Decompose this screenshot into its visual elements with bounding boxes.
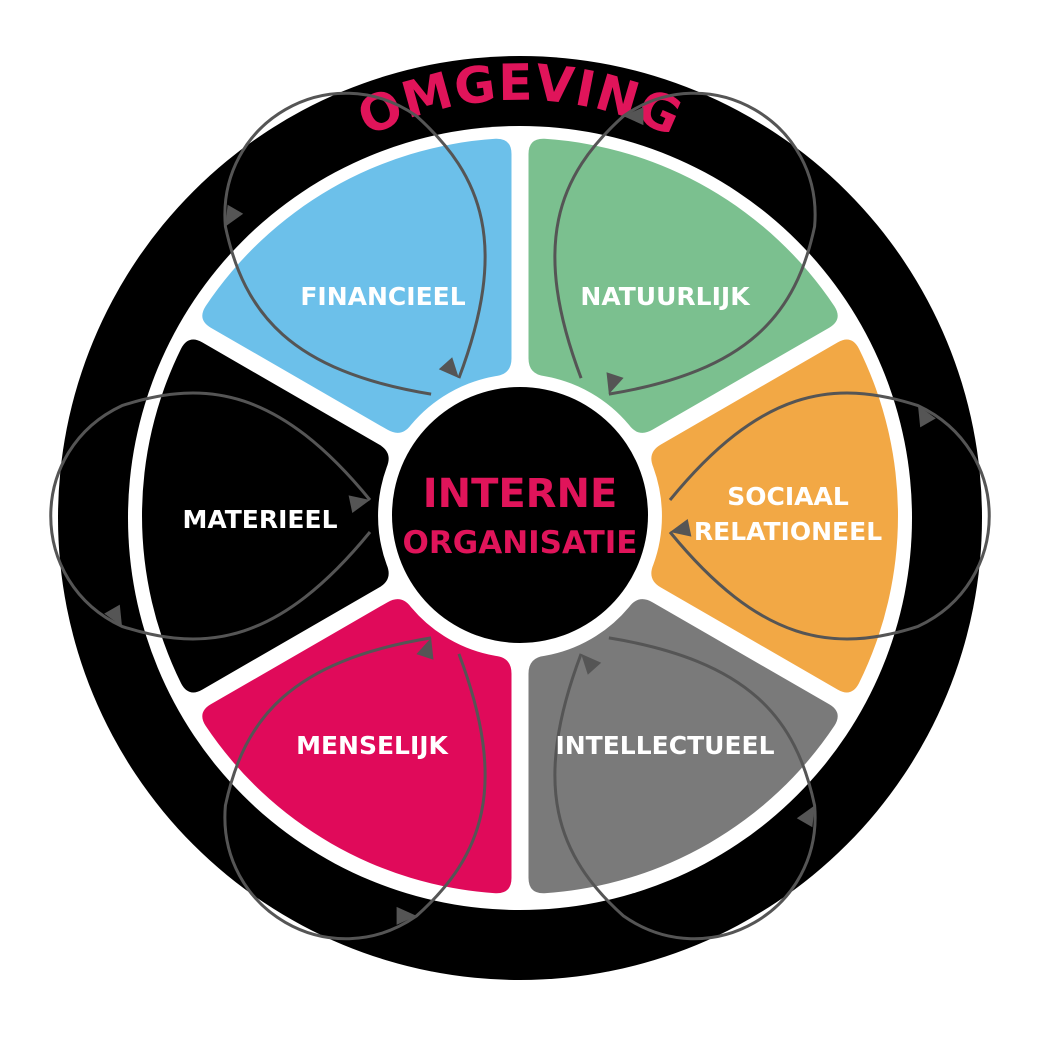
arrow-out-intellectueel <box>796 805 815 828</box>
loop-intellectueel <box>553 636 817 941</box>
segment-menselijk <box>202 599 512 894</box>
segment-natuurlijk <box>528 138 838 433</box>
center-label-interne: INTERNE <box>423 471 618 517</box>
arrow-in-materieel <box>348 495 370 513</box>
segment-intellectueel <box>528 599 838 894</box>
arrow-in-natuurlijk <box>606 372 624 395</box>
loop-menselijk <box>223 636 487 941</box>
label-intellectueel: INTELLECTUEEL <box>555 731 774 760</box>
arrow-out-financieel <box>225 204 244 227</box>
segment-financieel <box>202 138 512 433</box>
arrow-in-financieel <box>438 357 459 379</box>
label-relationeel: RELATIONEEL <box>694 517 882 546</box>
arrow-in-intellectueel <box>581 653 602 675</box>
capital-segments <box>142 138 898 894</box>
segment-materieel <box>142 339 389 693</box>
label-natuurlijk: NATUURLIJK <box>580 282 751 311</box>
arrow-out-materieel <box>104 604 122 627</box>
arrow-in-sociaal-relationeel <box>670 519 692 537</box>
arrow-out-menselijk <box>396 906 417 925</box>
label-materieel: MATERIEEL <box>182 505 337 534</box>
arrow-out-sociaal-relationeel <box>918 405 936 428</box>
arrow-out-natuurlijk <box>623 107 644 126</box>
loop-natuurlijk <box>553 91 817 396</box>
loop-financieel <box>223 91 487 396</box>
label-sociaal: SOCIAAL <box>727 482 849 511</box>
loop-materieel <box>49 391 372 641</box>
flow-loops <box>49 91 991 941</box>
center-circle <box>392 387 648 643</box>
label-financieel: FINANCIEEL <box>300 282 465 311</box>
segment-sociaal-relationeel <box>651 339 898 693</box>
loop-sociaal-relationeel <box>668 391 991 641</box>
center-label-organisatie: ORGANISATIE <box>403 525 638 561</box>
label-menselijk: MENSELIJK <box>296 731 449 760</box>
arrow-in-menselijk <box>416 637 434 660</box>
